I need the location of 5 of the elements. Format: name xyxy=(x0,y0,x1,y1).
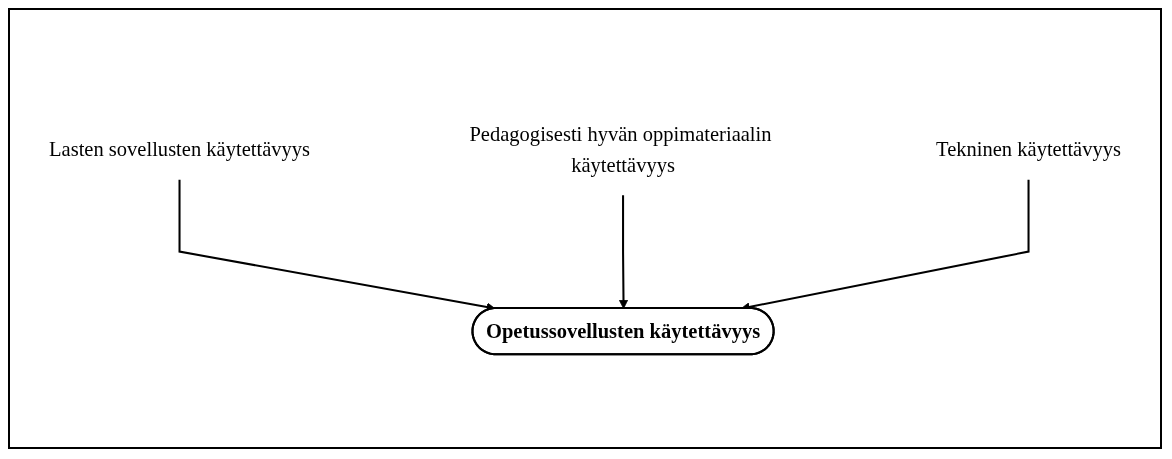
node-text: Tekninen käytettävyys xyxy=(936,137,1121,161)
arrow xyxy=(619,195,628,309)
node-text: Pedagogisesti hyvän oppimateriaalin käytettävyys xyxy=(469,122,772,176)
frame-border: Lasten sovellusten käytettävyys Pedagogisesti hyvän oppimateriaalin käytettävyys Tekninen käytettävyys Opetussovellusten käytettävyys xyxy=(8,8,1162,449)
node-text: Lasten sovellusten käytettävyys xyxy=(49,137,311,161)
